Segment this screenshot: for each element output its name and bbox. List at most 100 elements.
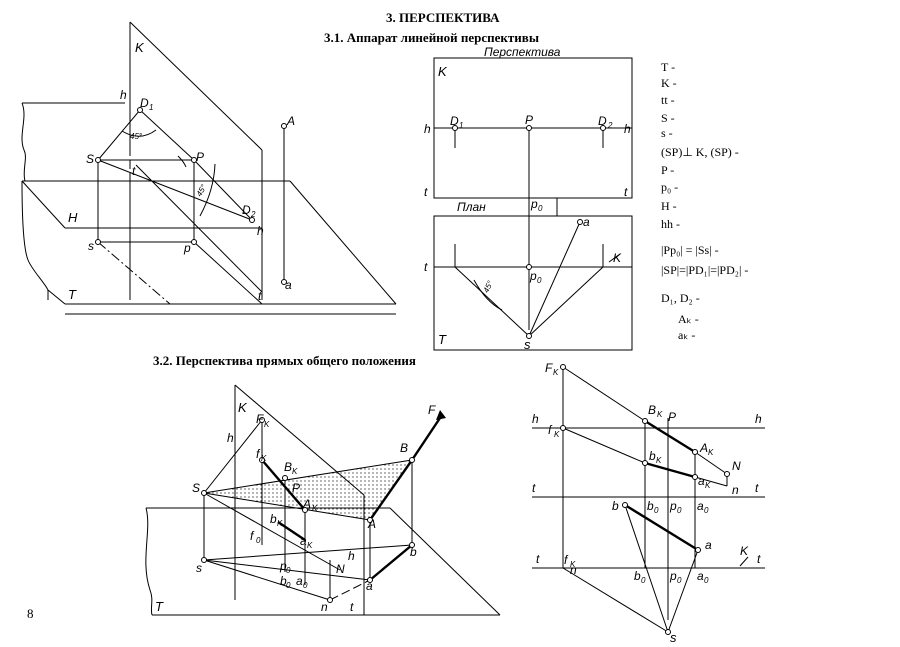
fig3-label: S <box>192 481 200 495</box>
fig4-label: K <box>656 456 662 465</box>
fig4-label: n <box>570 563 577 577</box>
point-n <box>327 597 333 603</box>
point-p-ground <box>191 239 197 245</box>
fig4-label: K <box>740 544 749 558</box>
s-a-ground <box>203 559 371 581</box>
d1-p-line <box>139 109 195 161</box>
fig4-label: b <box>647 499 654 513</box>
fig1-label: D <box>140 96 149 110</box>
fig3-label: 0 <box>286 566 291 575</box>
fig3-label: F <box>428 403 436 417</box>
fig4-label: A <box>699 441 708 455</box>
fig1-label: A <box>286 114 295 128</box>
k-plane-top <box>234 384 365 496</box>
fig2-label: t <box>624 185 628 199</box>
fig3-label: 0 <box>256 536 261 545</box>
fig1-label: h <box>257 224 264 238</box>
fig4-label: 0 <box>677 506 682 515</box>
fig2-label: 2 <box>607 121 613 130</box>
point-bk <box>642 418 648 424</box>
fig1-label: s <box>88 239 94 253</box>
point-ak <box>692 449 698 455</box>
fig1-label: a <box>285 278 292 292</box>
fig3-label: p <box>279 559 287 573</box>
plan-left-ray <box>454 266 530 337</box>
fig4-label: K <box>708 448 714 457</box>
s-n-ray <box>203 492 341 571</box>
fig4-label: B <box>648 403 656 417</box>
point-b <box>622 502 628 508</box>
bk-ak-line <box>644 419 696 454</box>
point-p <box>191 157 197 163</box>
point-fk-lower <box>560 425 566 431</box>
fig3-label: B <box>284 460 292 474</box>
n-a-dash <box>329 579 371 601</box>
line-a-b <box>369 459 413 521</box>
point-ak-lower <box>692 474 698 480</box>
s-ground-trace <box>97 241 171 305</box>
h-plane-left <box>21 180 66 229</box>
point-d2 <box>249 217 255 223</box>
fig2-caption-top: Перспектива <box>484 45 561 59</box>
plan-frame <box>433 215 633 351</box>
fig2-label: a <box>583 215 590 229</box>
plan-a-ray <box>528 221 581 337</box>
fig2-label: t <box>424 185 428 199</box>
t-diagonal <box>135 164 263 293</box>
point-p <box>282 475 288 481</box>
fig2-label: s <box>524 337 531 352</box>
fig3-label: n <box>321 600 328 614</box>
fig4-label: K <box>657 410 663 419</box>
fig3-label: h <box>348 549 355 563</box>
fig1-label: K <box>135 40 145 55</box>
legend-item: hh - <box>661 217 680 231</box>
legend-item: |Pp₀| = |Ss| - <box>661 243 719 257</box>
fig3-label: f <box>250 529 255 543</box>
page-number: 8 <box>27 606 34 621</box>
fig1-label: T <box>68 287 77 302</box>
fig2-label: K <box>438 64 448 79</box>
point-p0 <box>526 264 532 270</box>
legend-item: T - <box>661 60 676 74</box>
point-a-lower <box>281 279 287 285</box>
fig1-label: 45° <box>195 182 209 198</box>
fig3-label: F <box>256 412 264 426</box>
legend-item: S - <box>661 111 675 125</box>
point-fk <box>560 364 566 370</box>
fig4-label: 0 <box>654 506 659 515</box>
fig2-label: 0 <box>537 276 542 285</box>
legend-item: |SP|=|PD₁|=|PD₂| - <box>661 263 749 277</box>
fig3-label: N <box>336 562 345 576</box>
plan-angle-arc <box>473 279 503 311</box>
point-a <box>367 517 373 523</box>
line-bk-ak <box>261 459 306 511</box>
fig3-label: P <box>292 481 300 495</box>
line-ba-plan <box>624 503 699 552</box>
fig2-label: D <box>450 114 459 128</box>
point-a <box>695 547 701 553</box>
fig3-label: h <box>227 431 234 445</box>
legend-item: (SP)⊥ K, (SP) - <box>661 145 739 159</box>
fig1-label: t <box>132 164 136 178</box>
ak-n-line <box>694 451 728 475</box>
t-plane-left <box>145 507 153 616</box>
point-d2 <box>600 125 606 131</box>
fig2-label: K <box>613 251 622 265</box>
fig4-label: a <box>705 538 712 552</box>
t-plane-right <box>389 507 501 616</box>
fig3-label: T <box>155 599 164 614</box>
point-p <box>526 125 532 131</box>
fk-bk-line <box>562 366 646 422</box>
fig4-label: f <box>564 553 569 567</box>
fig3-label: b <box>280 574 287 588</box>
fig4-label: p <box>669 569 677 583</box>
angle-arc-1 <box>121 129 157 137</box>
point-s-ground <box>95 239 101 245</box>
fig2-caption-plan: План <box>457 200 486 214</box>
section-heading-2: 3.2. Перспектива прямых общего положения <box>153 353 416 368</box>
t-plane-edge <box>21 180 49 291</box>
point-a-upper <box>281 123 287 129</box>
fig3-label: K <box>307 541 313 550</box>
